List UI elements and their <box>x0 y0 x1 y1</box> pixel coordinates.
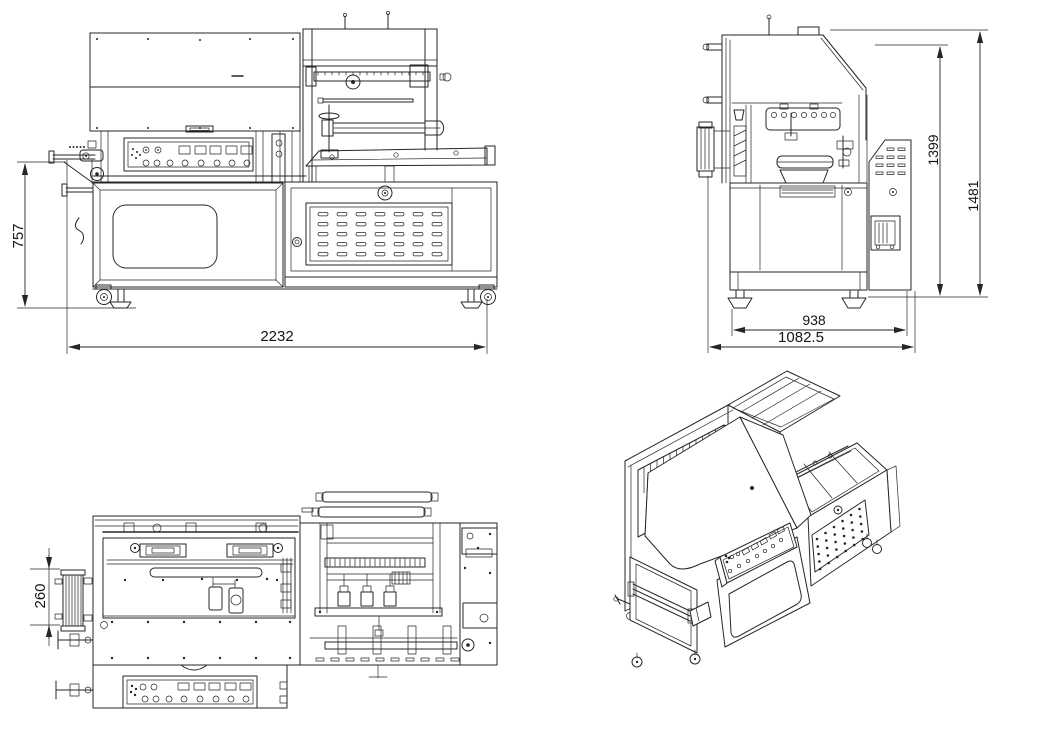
front-right-cabinet <box>284 181 498 278</box>
side-body <box>729 182 868 291</box>
dimension-label-side-overall-height: 1481 <box>965 180 981 211</box>
dimension-label-front-height: 757 <box>10 223 27 248</box>
dimension-label-front-width: 2232 <box>260 328 293 345</box>
top-right-body <box>299 491 498 679</box>
top-unwind-rollers <box>301 491 439 518</box>
side-film-bracket <box>696 121 731 178</box>
front-mid-frame <box>92 130 498 184</box>
iso-casters <box>631 649 701 668</box>
top-center-parts <box>208 577 244 614</box>
dimension-label-side-inner-width: 938 <box>802 312 826 328</box>
top-bottom-section <box>92 664 288 709</box>
top-plungers <box>337 573 397 607</box>
iso-vent-panel <box>811 499 870 573</box>
dimension-label-side-inner-height: 1399 <box>925 134 941 165</box>
iso-hood <box>644 416 812 570</box>
top-view-drawing: 260 <box>30 491 498 709</box>
top-dimensions: 260 <box>30 548 60 646</box>
top-left-body <box>92 515 301 666</box>
iso-right-body <box>759 442 901 587</box>
front-dimensions: 757 2232 <box>10 160 488 354</box>
side-view-drawing: 1399 1481 938 1082.5 <box>696 14 988 353</box>
front-film-arm <box>48 140 104 245</box>
front-seal-section <box>302 11 496 183</box>
front-view-drawing: 757 2232 <box>10 11 498 354</box>
side-hood <box>702 14 867 184</box>
side-feet <box>727 289 867 309</box>
top-seal-plates <box>130 543 283 558</box>
side-dimensions: 1399 1481 938 1082.5 <box>707 29 988 353</box>
top-film-roll <box>54 569 93 632</box>
dimension-label-side-overall-width: 1082.5 <box>778 329 824 346</box>
front-left-cabinet <box>92 182 284 288</box>
side-vent-column <box>868 139 912 291</box>
front-control-panel <box>123 137 254 172</box>
iso-control-panel <box>714 522 798 588</box>
top-right-column <box>459 522 498 666</box>
top-left-rods <box>55 630 94 700</box>
front-base <box>92 276 498 309</box>
iso-left-stand <box>613 556 698 654</box>
front-hood <box>89 32 301 133</box>
isometric-view-drawing <box>613 370 901 668</box>
iso-right-casters <box>862 533 882 554</box>
vent-slot-grid <box>317 212 443 257</box>
side-mechanism <box>731 94 868 184</box>
side-film-reel <box>870 215 901 251</box>
dimension-label-top-width: 260 <box>32 583 49 608</box>
